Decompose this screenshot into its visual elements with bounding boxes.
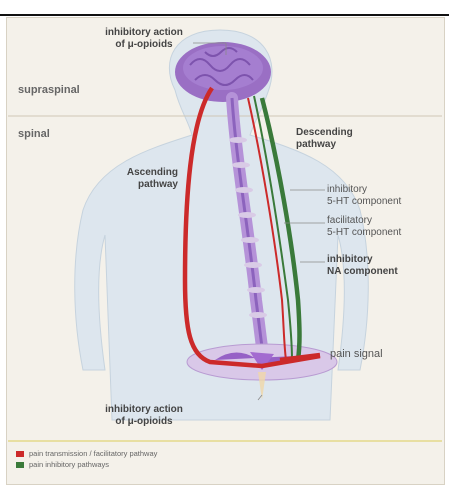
bottom-opioid-label: inhibitory action of μ-opioids [92,404,196,428]
descending-line2: pathway [296,139,353,151]
facil5ht-line1: facilitatory [327,215,401,227]
legend-swatch-green [16,462,24,468]
ascending-line2: pathway [112,179,178,191]
legend-item-transmission: pain transmission / facilitatory pathway [16,449,157,458]
legend-swatch-red [16,451,24,457]
top-opioid-line2: of μ-opioids [92,39,196,51]
ascending-line1: Ascending [112,167,178,179]
descending-label: Descending pathway [296,127,353,151]
inhib5ht-line1: inhibitory [327,184,401,196]
descending-line1: Descending [296,127,353,139]
legend-item-inhibitory: pain inhibitory pathways [16,460,109,469]
brain [175,42,271,102]
facilitatory-5ht-label: facilitatory 5-HT component [327,215,401,239]
facil5ht-line2: 5-HT component [327,227,401,239]
inhibitory-5ht-label: inhibitory 5-HT component [327,184,401,208]
top-opioid-label: inhibitory action of μ-opioids [92,27,196,51]
pain-signal-label: pain signal [330,348,383,360]
inhib5ht-line2: 5-HT component [327,196,401,208]
legend-label-inhibitory: pain inhibitory pathways [29,460,109,469]
top-opioid-line1: inhibitory action [92,27,196,39]
supraspinal-label: supraspinal [18,84,80,96]
na-line1: inhibitory [327,254,398,266]
na-line2: NA component [327,266,398,278]
ascending-label: Ascending pathway [112,167,178,191]
bottom-opioid-line2: of μ-opioids [92,416,196,428]
legend-label-transmission: pain transmission / facilitatory pathway [29,449,157,458]
spinal-label: spinal [18,128,50,140]
na-component-label: inhibitory NA component [327,254,398,278]
bottom-opioid-line1: inhibitory action [92,404,196,416]
